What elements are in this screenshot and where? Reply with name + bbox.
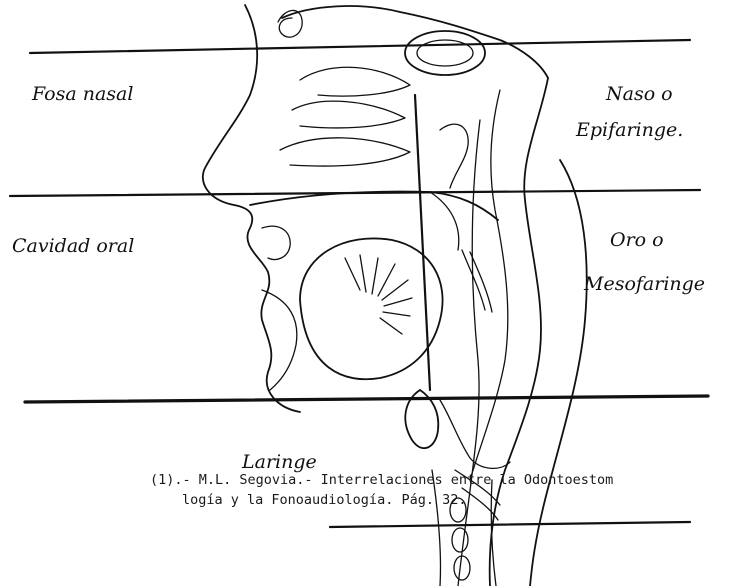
posterior-pharyngeal-wall bbox=[490, 78, 548, 586]
vertical-reference-line bbox=[415, 95, 430, 390]
label-laringe: Laringe bbox=[241, 451, 317, 473]
label-oro-line2: Mesofaringe bbox=[583, 273, 705, 295]
lower-rule-line bbox=[330, 522, 690, 527]
hard-palate bbox=[250, 192, 498, 220]
nasal-concha-upper bbox=[300, 67, 410, 96]
citation-line-1: (1).- M.L. Segovia.- Interrelaciones ent… bbox=[150, 472, 613, 488]
face-profile-outline bbox=[203, 5, 300, 412]
label-naso-line2: Epifaringe. bbox=[575, 119, 683, 141]
nasal-concha-lower bbox=[280, 138, 410, 166]
esophagus-wall bbox=[491, 480, 496, 586]
nasal-concha-middle bbox=[292, 101, 405, 128]
citation-line-2: logía y la Fonoaudiología. Pág. 32. bbox=[182, 492, 466, 508]
spine-line bbox=[458, 120, 480, 586]
label-naso-line1: Naso o bbox=[605, 83, 673, 105]
tongue-muscle-lines bbox=[345, 255, 412, 334]
adenoid-outline bbox=[440, 124, 468, 188]
tonsil-outline bbox=[462, 250, 492, 312]
neck-line-outer bbox=[530, 160, 587, 586]
soft-palate bbox=[430, 192, 459, 250]
nasal-upper-line bbox=[30, 40, 690, 53]
lips-outline bbox=[262, 226, 290, 259]
larynx-cartilage bbox=[440, 400, 510, 468]
posterior-pharyngeal-wall-inner bbox=[470, 90, 508, 480]
tongue-outline bbox=[300, 238, 443, 379]
label-fosa-nasal: Fosa nasal bbox=[31, 83, 133, 105]
label-oro-line1: Oro o bbox=[610, 229, 664, 251]
label-cavidad-oral: Cavidad oral bbox=[12, 235, 134, 257]
oro-laringe-division-line bbox=[25, 396, 708, 402]
